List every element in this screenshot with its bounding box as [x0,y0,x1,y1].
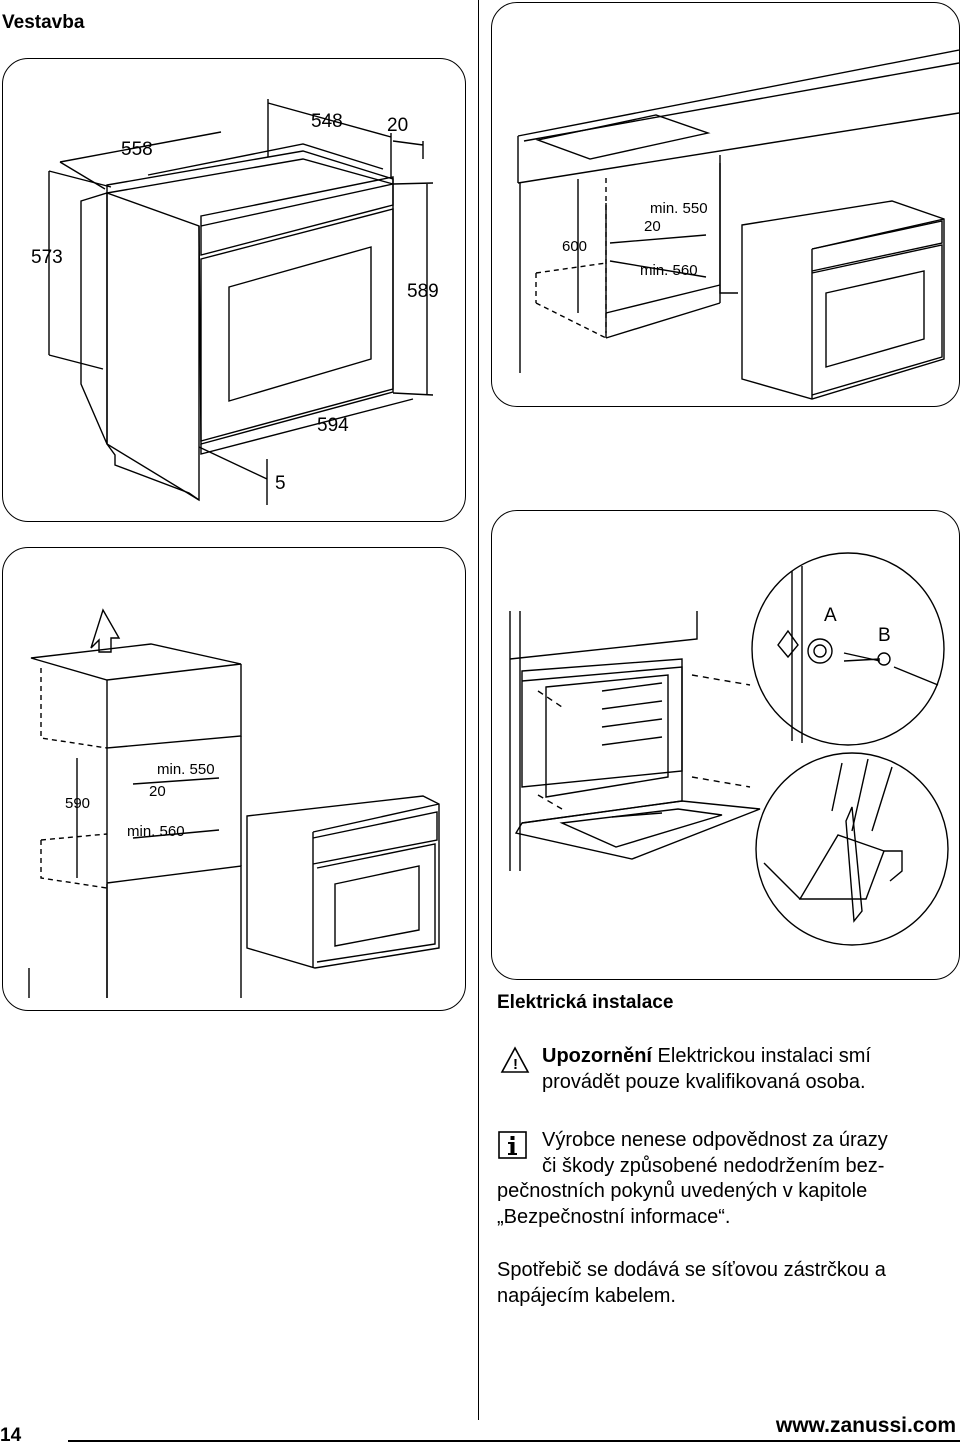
under-counter-cabinet-diagram: 600 min. 550 20 min. 560 [491,2,960,407]
dim-594: 594 [317,415,349,436]
dim-589: 589 [407,281,439,302]
info-icon [498,1131,527,1159]
page-title: Vestavba [2,12,85,33]
note-line-4: „Bezpečnostní informace“. [497,1205,731,1228]
dim-548: 548 [311,111,343,132]
fixing-drawing: A B [509,552,949,946]
supply-paragraph: Spotřebič se dodává se síťovou zástrčkou… [497,1258,957,1309]
note-line-2: či škody způsobené nedodržením bez- [542,1154,885,1177]
label-b: B [878,625,891,646]
oven-dimensions-drawing: 558 548 20 573 589 594 5 [31,99,439,505]
section-title-electrical: Elektrická instalace [497,992,674,1013]
dim-min-560: min. 560 [127,823,185,840]
dim-min-550: min. 550 [650,200,708,217]
note-line-3: pečnostních pokynů uvedených v kapitole [497,1180,868,1202]
tall-cabinet-diagram: 590 min. 550 20 min. 560 [2,547,466,1011]
dim-min-550: min. 550 [157,761,215,778]
supply-line-2: napájecím kabelem. [497,1284,676,1307]
label-a: A [824,605,837,626]
dim-5: 5 [275,473,286,494]
warning-icon: ! [500,1046,530,1073]
warning-paragraph: Upozornění Elektrickou instalaci smí pro… [542,1044,954,1095]
footer-rule [68,1440,960,1442]
liability-note: Výrobce nenese odpovědnost za úrazy či š… [497,1128,957,1230]
dim-573: 573 [31,247,63,268]
warning-label: Upozornění [542,1045,652,1067]
oven-dimensions-diagram: 558 548 20 573 589 594 5 [2,58,466,522]
tall-cabinet-drawing: 590 min. 550 20 min. 560 [28,608,440,998]
under-counter-drawing: 600 min. 550 20 min. 560 [517,49,959,400]
dim-min-560: min. 560 [640,262,698,279]
dim-590: 590 [65,795,90,812]
note-line-1: Výrobce nenese odpovědnost za úrazy [542,1129,888,1151]
website-link[interactable]: www.zanussi.com [775,1414,956,1437]
oven-fixing-diagram: A B [491,510,960,980]
svg-text:!: ! [513,1056,518,1073]
dim-20: 20 [149,783,166,800]
dim-20: 20 [644,218,661,235]
dim-20: 20 [387,115,408,136]
page-number: 14 [0,1425,22,1446]
dim-558: 558 [121,139,153,160]
warning-text: Elektrickou instalaci smí provádět pouze… [542,1045,871,1093]
supply-line-1: Spotřebič se dodává se síťovou zástrčkou… [497,1259,886,1281]
column-divider [478,0,479,1420]
dim-600: 600 [562,238,587,255]
